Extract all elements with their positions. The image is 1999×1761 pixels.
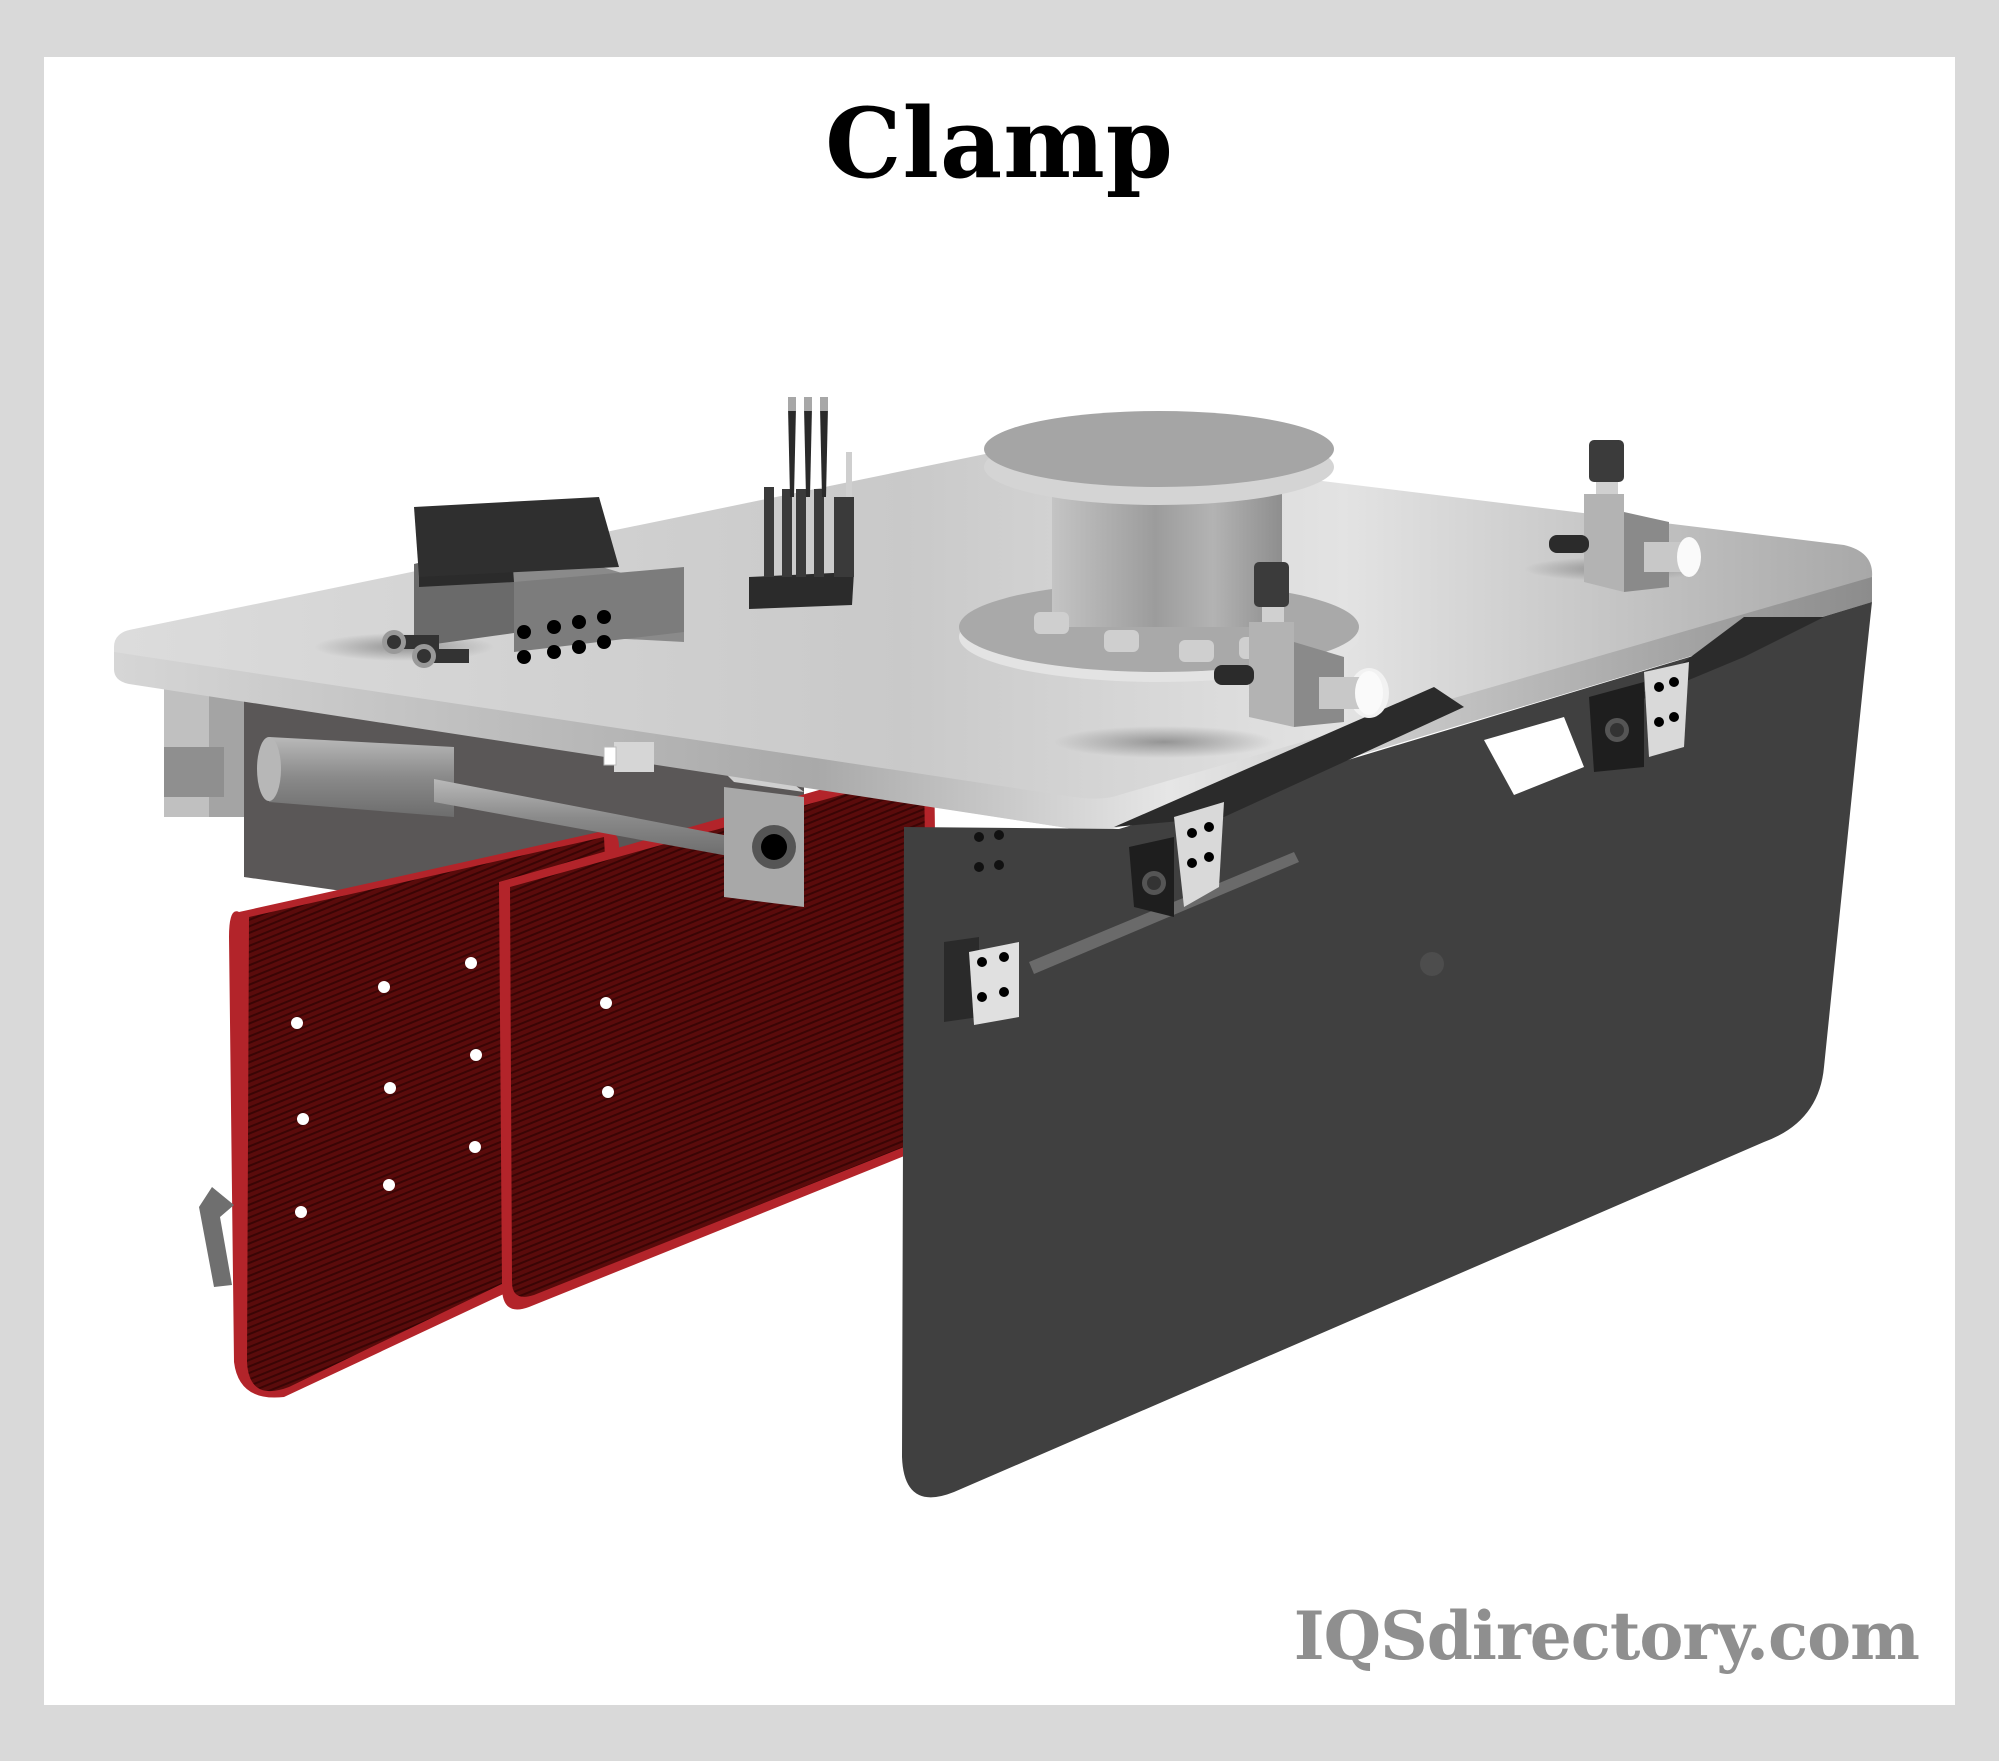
site-watermark: IQSdirectory.com — [1293, 1597, 1920, 1675]
valve-manifold-block — [382, 497, 684, 668]
red-clamp-pad-right — [499, 757, 939, 1310]
pad-holes — [291, 957, 482, 1218]
pressure-regulator-left — [1214, 562, 1389, 727]
pressure-regulator-right — [1549, 440, 1701, 592]
dark-side-plate — [902, 602, 1872, 1498]
clamp-handle — [199, 1187, 234, 1287]
figure-canvas: Clamp IQSdirectory.com — [44, 57, 1955, 1705]
small-connector-tab — [603, 742, 654, 772]
connector-pin-header — [749, 397, 854, 609]
clamp-illustration — [114, 397, 1873, 1498]
guide-rod-assembly — [164, 737, 804, 907]
figure-title: Clamp — [825, 87, 1174, 200]
